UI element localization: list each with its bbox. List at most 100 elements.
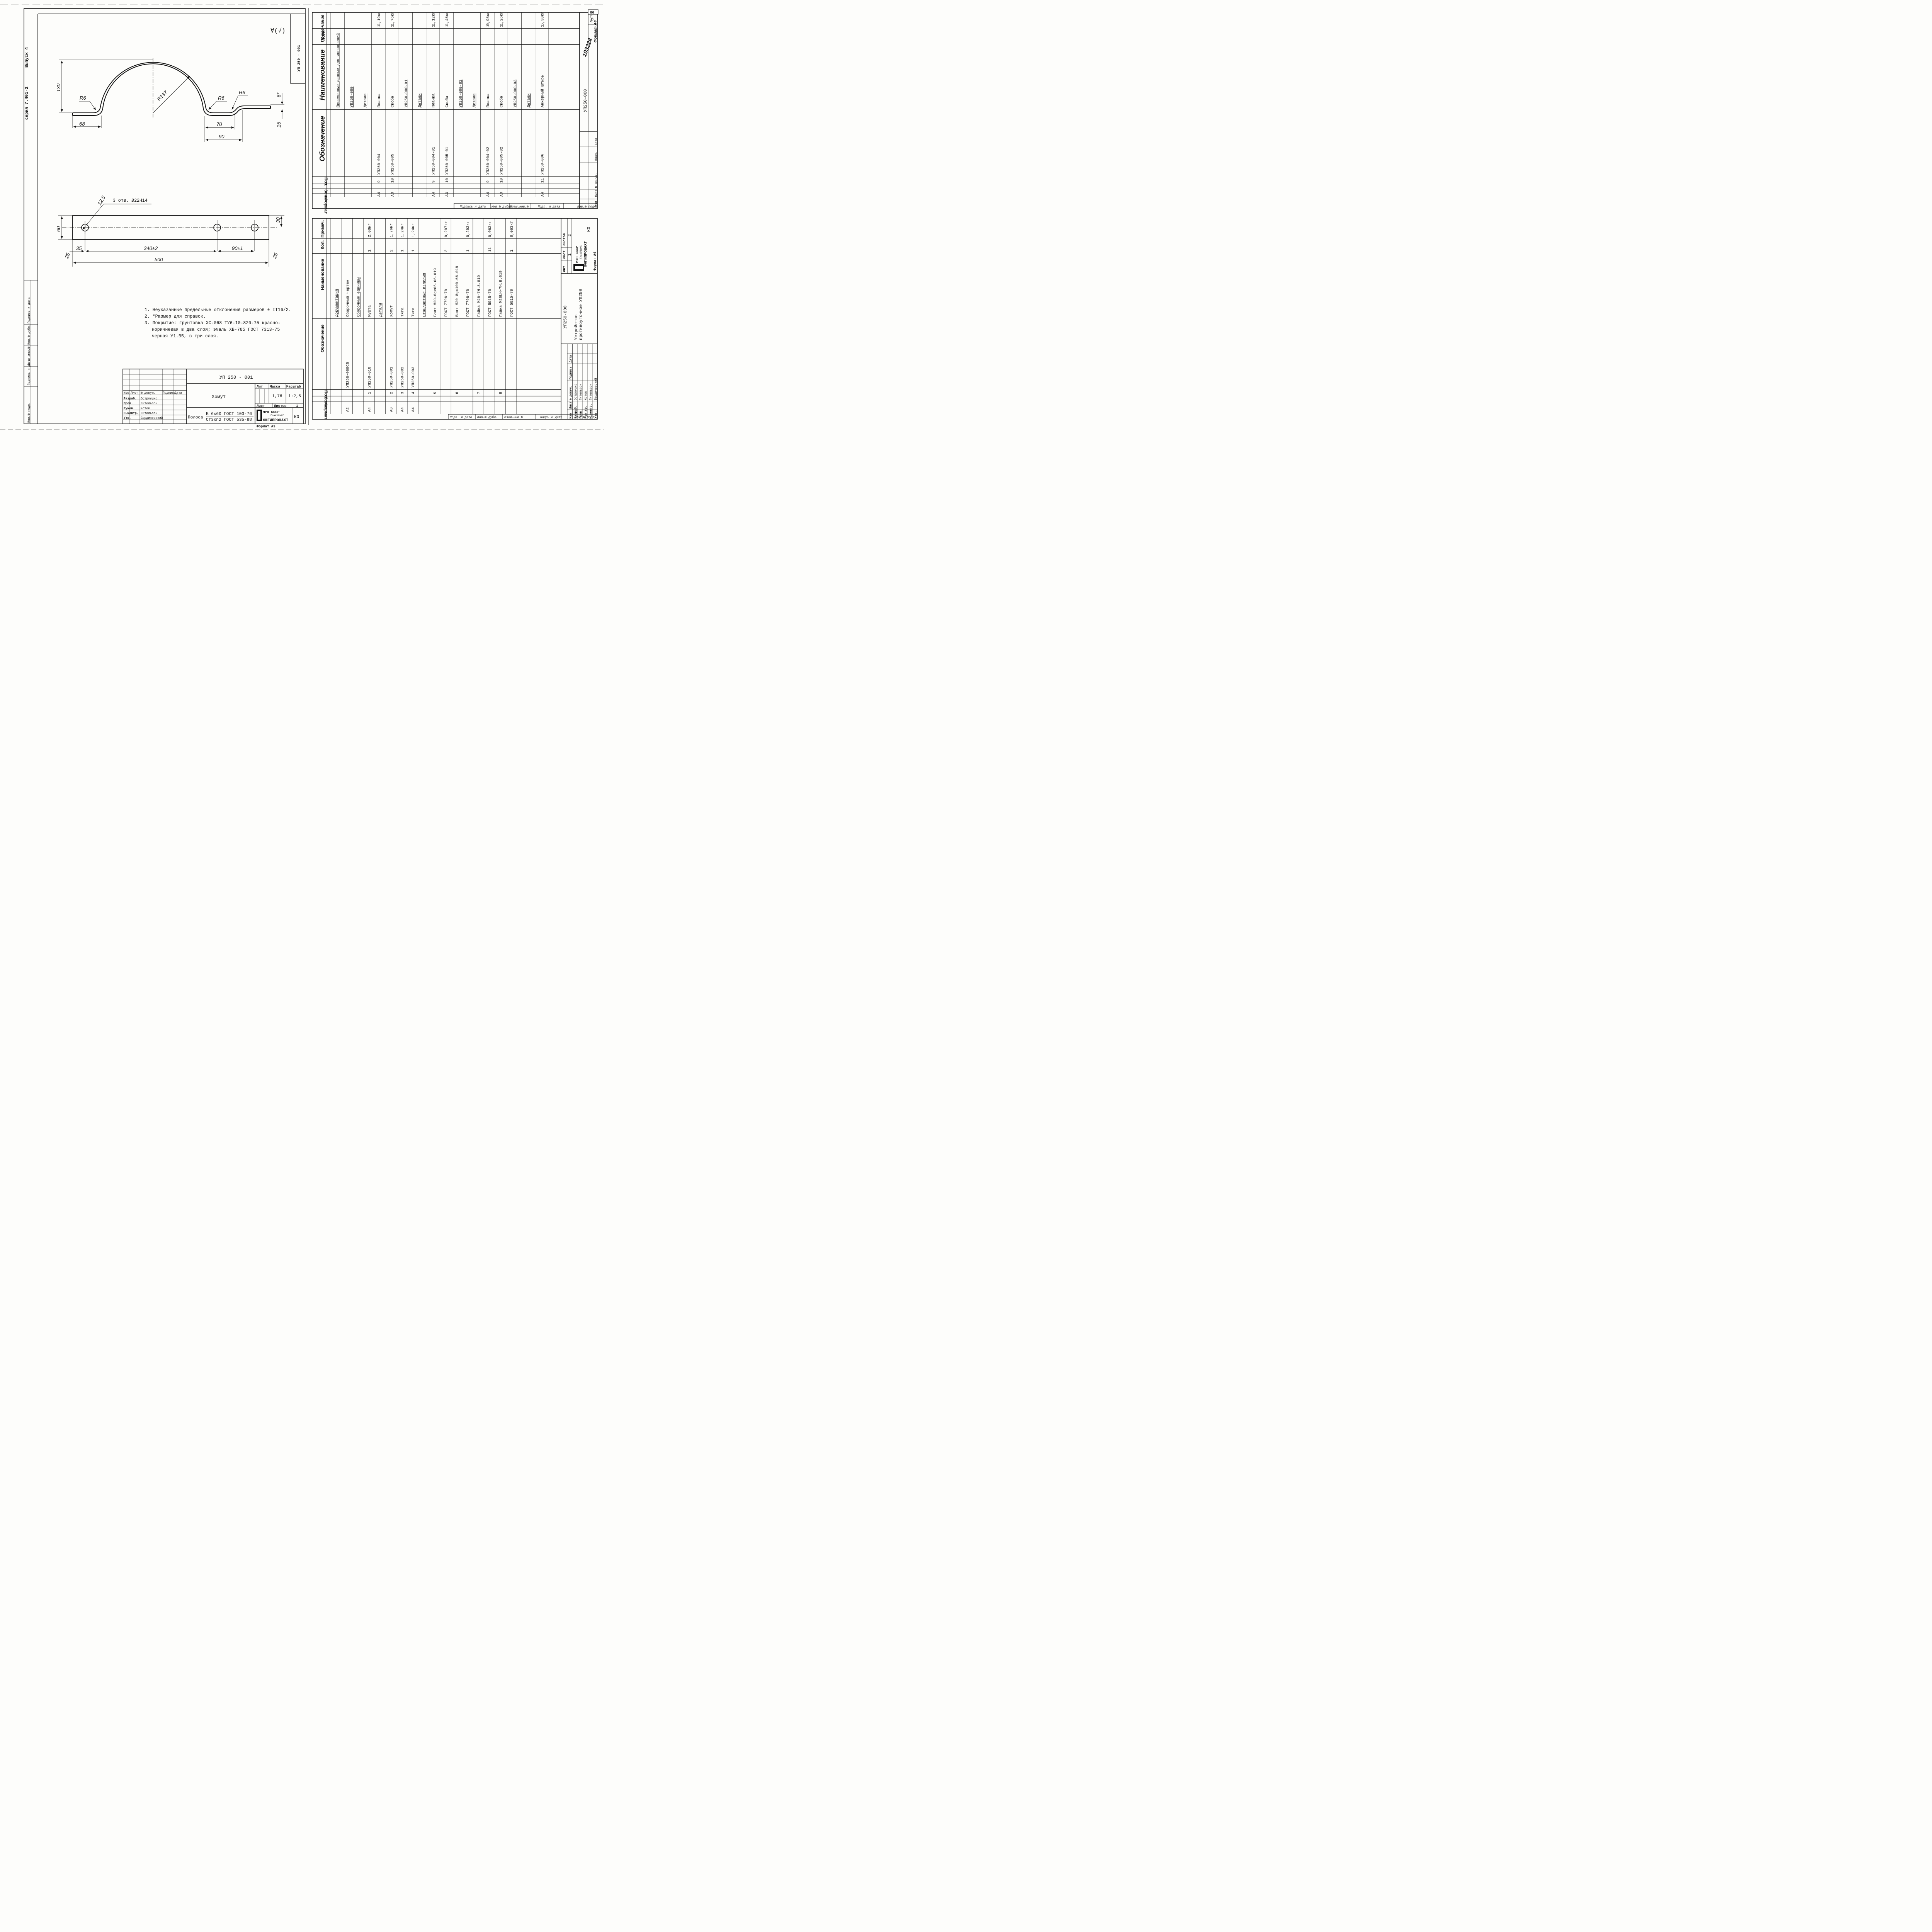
dim-90: 90 bbox=[219, 134, 224, 139]
spec-cell-pos: 9 bbox=[377, 180, 381, 183]
spec-cell-format: А3 bbox=[390, 407, 394, 412]
dim-35: 35 bbox=[76, 245, 82, 251]
spec-top-strip-sign: Подп. и дата bbox=[538, 205, 560, 209]
tb-person-name: Бердичевский bbox=[141, 417, 163, 420]
spec-cell-format: А4 bbox=[377, 192, 381, 197]
tb-person-name: Остроушко bbox=[141, 397, 157, 401]
spec-bot-doc-code: УП250-000 bbox=[563, 306, 568, 328]
spec-cell-qty: 11 bbox=[488, 247, 492, 252]
spec-cell-qty: 1 bbox=[446, 25, 450, 27]
spec-bot-head-des: Обозначение bbox=[320, 325, 325, 352]
spec-cell-note: 0,063кг bbox=[510, 221, 514, 237]
spec-cell-qty: 1 bbox=[401, 250, 405, 252]
dim-25-left: 25 bbox=[63, 252, 71, 260]
spec-cell-name: Тяга bbox=[401, 308, 405, 317]
spec-top-mini-sign: Подп. bbox=[595, 151, 598, 161]
spec-bot-head-note: Примеч. bbox=[320, 220, 325, 238]
spec-cell-qty: 1 bbox=[368, 250, 372, 252]
spec-bot-person-role: Пров. bbox=[579, 409, 583, 418]
dim-90-tol: 90±1 bbox=[232, 245, 243, 251]
spec-cell-note: 2,08кг bbox=[368, 223, 372, 237]
strip-label-inv-podl: Инв.№ подл. bbox=[27, 402, 31, 423]
spec-cell-pos: 7 bbox=[477, 392, 481, 394]
spec-top-title-strip bbox=[579, 12, 597, 209]
tb-person-role: Разраб. bbox=[124, 397, 137, 401]
spec-bot-mini-date: Дата bbox=[569, 355, 573, 362]
spec-cell-note: 0,293кг bbox=[466, 221, 471, 237]
tb-head-date: Дата bbox=[175, 391, 182, 395]
dim-60: 60 bbox=[56, 226, 61, 232]
spec-top-head-note: Приме-чание bbox=[320, 15, 325, 42]
spec-cell-designation: УП250-002 bbox=[401, 367, 405, 388]
spec-cell-name: УП250-000 bbox=[350, 87, 354, 107]
spec-cell-note: 1,76кг bbox=[391, 12, 395, 26]
tb-part-name: Хомут bbox=[212, 394, 226, 400]
spec-cell-qty: 2 bbox=[444, 250, 449, 252]
clamp-profile bbox=[72, 62, 271, 116]
spec-cell-qty: 1 bbox=[377, 25, 381, 27]
spec-bot-sheets-label: Листов bbox=[563, 233, 566, 246]
spec-cell-name: Анкерный штырь bbox=[540, 75, 545, 107]
spec-cell-name: Детали bbox=[473, 94, 477, 107]
spec-bot-org-1: МУП СССР bbox=[575, 246, 579, 263]
dim-height-130: 130 bbox=[56, 83, 61, 92]
spec-cell-designation: УП250-005-01 bbox=[446, 147, 450, 175]
note-3-cont-2: черная У1.В5, в три слоя. bbox=[152, 334, 219, 339]
tb-mass-label: Масса bbox=[270, 385, 281, 389]
spec-cell-note: 1,19кг bbox=[377, 12, 381, 26]
spec-cell-name: Сборочные единицы bbox=[356, 277, 361, 317]
spec-cell-designation: УП250-004 bbox=[377, 154, 381, 175]
spec-cell-name: ГОСТ 5915-70 bbox=[510, 289, 514, 317]
spec-cell-name: Документация bbox=[335, 289, 339, 317]
spec-cell-name: Скоба bbox=[445, 96, 450, 107]
note-3: 3. Покрытие: грунтовка ХС-068 ТУ6-10-820… bbox=[145, 321, 281, 326]
spec-cell-name: Детали bbox=[364, 94, 368, 107]
spec-bot-mini-izm: Изм bbox=[569, 413, 573, 418]
tb-material-prefix: Полоса bbox=[188, 415, 203, 420]
spec-bot-person-role: Н.контр. bbox=[589, 404, 593, 418]
spec-top-mini-date: Дата bbox=[595, 138, 598, 145]
spec-top-row-lines bbox=[330, 12, 549, 197]
spec-cell-name: Детали bbox=[527, 94, 531, 107]
spec-bot-head-pos: Поз. bbox=[323, 390, 328, 399]
spec-cell-pos: 10 bbox=[446, 178, 450, 183]
issue-label: Выпуск 4 bbox=[25, 47, 29, 68]
spec-top-head-des: Обозначение bbox=[318, 116, 326, 162]
spec-bot-sheets-count: 2 bbox=[568, 234, 572, 236]
spec-cell-format: А4 bbox=[541, 192, 545, 197]
spec-cell-pos: 3 bbox=[401, 392, 405, 394]
dim-12-5: 12,5 bbox=[97, 194, 107, 206]
spec-cell-name: Сборочный чертеж bbox=[345, 280, 350, 317]
spec-top-strip-dubl: Инв.№ дубл. bbox=[492, 205, 512, 209]
tb-person-role: Утв. bbox=[124, 417, 131, 420]
spec-cell-format: А2 bbox=[346, 407, 350, 412]
tb-person-role: Пров. bbox=[124, 402, 133, 405]
spec-cell-name: Скоба bbox=[390, 96, 395, 107]
page-number: 80 bbox=[590, 11, 594, 15]
tb-person-name: Коток bbox=[141, 407, 150, 410]
spec-bot-sheet-label: Лист bbox=[563, 250, 566, 259]
spec-cell-name: Детали bbox=[418, 94, 422, 107]
spec-cell-note: 5,38кг bbox=[541, 12, 545, 26]
spec-top-head-name: Наименование bbox=[318, 49, 326, 100]
spec-top-head-qty: Кол. bbox=[320, 30, 326, 41]
spec-bot-format: Формат А4 bbox=[593, 252, 597, 270]
dim-340: 340±2 bbox=[144, 245, 158, 251]
tb-format: Формат А3 bbox=[257, 425, 276, 429]
spec-cell-name: Планка bbox=[377, 94, 381, 107]
spec-bot-person-name: Коток bbox=[584, 391, 588, 400]
spec-top-head-fmt: Формат bbox=[323, 197, 328, 214]
spec-cell-pos: 4 bbox=[412, 392, 416, 394]
spec-top-mini-list: Лист bbox=[595, 190, 598, 197]
tb-person-name: Гительзон bbox=[141, 412, 157, 415]
spec-cell-format: А3 bbox=[391, 192, 395, 197]
spec-bot-mini-doc: № докум. bbox=[569, 386, 573, 400]
tb-sheets-label: Листов bbox=[274, 404, 286, 408]
spec-cell-note: 1,24кг bbox=[401, 223, 405, 237]
spec-cell-qty: 1 bbox=[466, 250, 471, 252]
spec-cell-name: Скоба bbox=[499, 96, 504, 107]
spec-cell-format: А3 bbox=[446, 192, 450, 197]
spec-cell-name: УП250-000-01 bbox=[405, 80, 409, 107]
